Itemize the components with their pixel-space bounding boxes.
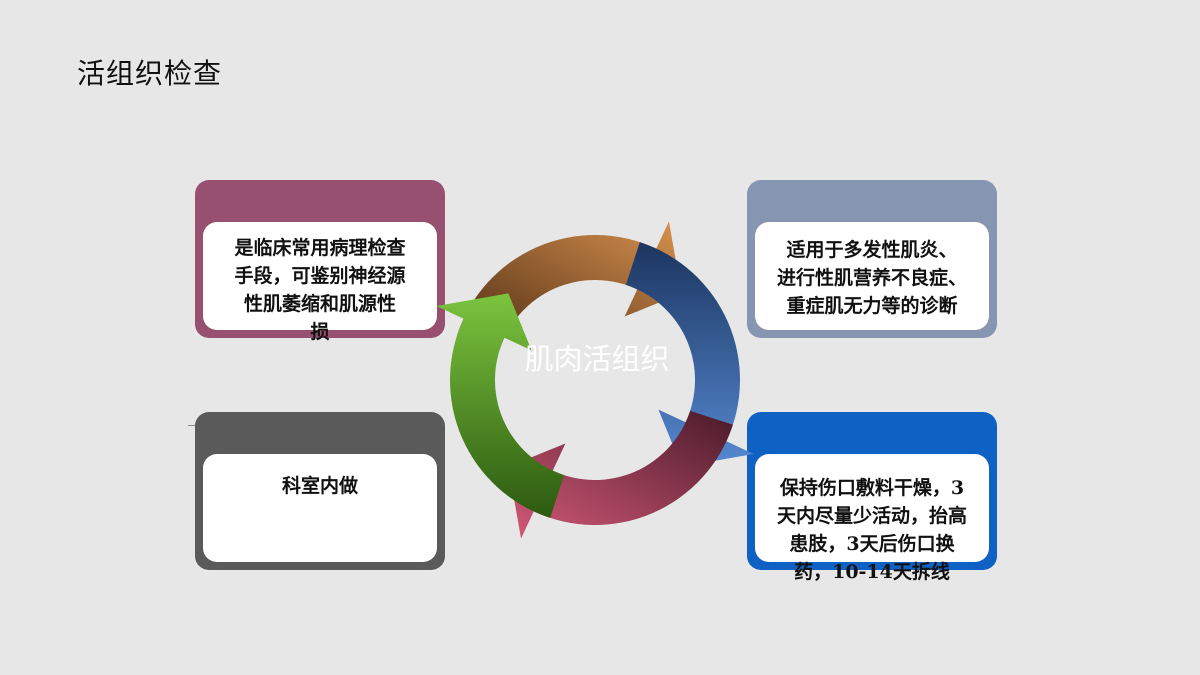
arrow-right bbox=[625, 242, 754, 467]
card-top-left-line-4: 损 bbox=[310, 321, 330, 343]
card-top-left-line-2: 手段，可鉴别神经源 bbox=[234, 265, 406, 287]
arrow-left bbox=[436, 293, 565, 518]
card-bottom-right-line-3: 患肢，3天后伤口换 bbox=[789, 533, 955, 555]
card-top-right-line-2: 进行性肌营养不良症、 bbox=[776, 267, 967, 289]
card-top-right-text: 适用于多发性肌炎、 进行性肌营养不良症、 重症肌无力等的诊断 bbox=[747, 236, 997, 320]
divider bbox=[188, 425, 197, 426]
card-top-left-line-1: 是临床常用病理检查 bbox=[234, 237, 406, 259]
card-bottom-left-panel bbox=[203, 454, 437, 562]
card-top-left: 是临床常用病理检查 手段，可鉴别神经源 性肌萎缩和肌源性 损 bbox=[195, 180, 445, 343]
card-bottom-right-line-2: 天内尽量少活动，抬高 bbox=[776, 505, 967, 527]
center-label: 肌肉活组织 bbox=[524, 342, 670, 376]
card-bottom-left-text: 科室内做 bbox=[281, 475, 358, 497]
card-top-left-line-3: 性肌萎缩和肌源性 bbox=[243, 293, 396, 315]
card-bottom-right-line-4: 药，10-14天拆线 bbox=[794, 561, 950, 583]
card-top-right-line-1: 适用于多发性肌炎、 bbox=[786, 239, 958, 261]
card-bottom-right-panel bbox=[755, 454, 989, 562]
card-bottom-right-text: 保持伤口敷料干燥，3 天内尽量少活动，抬高 患肢，3天后伤口换 药，10-14天… bbox=[747, 474, 997, 586]
card-top-left-text: 是临床常用病理检查 手段，可鉴别神经源 性肌萎缩和肌源性 损 bbox=[195, 234, 445, 346]
card-top-left-panel bbox=[203, 222, 437, 330]
card-top-right: 适用于多发性肌炎、 进行性肌营养不良症、 重症肌无力等的诊断 bbox=[747, 180, 997, 338]
card-top-right-line-3: 重症肌无力等的诊断 bbox=[786, 295, 958, 317]
arrow-bottom bbox=[508, 410, 733, 539]
card-bottom-right: 保持伤口敷料干燥，3 天内尽量少活动，抬高 患肢，3天后伤口换 药，10-14天… bbox=[747, 412, 997, 583]
slide-title: 活组织检查 bbox=[77, 57, 223, 90]
card-bottom-right-line-1: 保持伤口敷料干燥，3 bbox=[779, 477, 965, 499]
card-top-right-panel bbox=[755, 222, 989, 330]
card-bottom-left: 科室内做 bbox=[195, 412, 445, 570]
